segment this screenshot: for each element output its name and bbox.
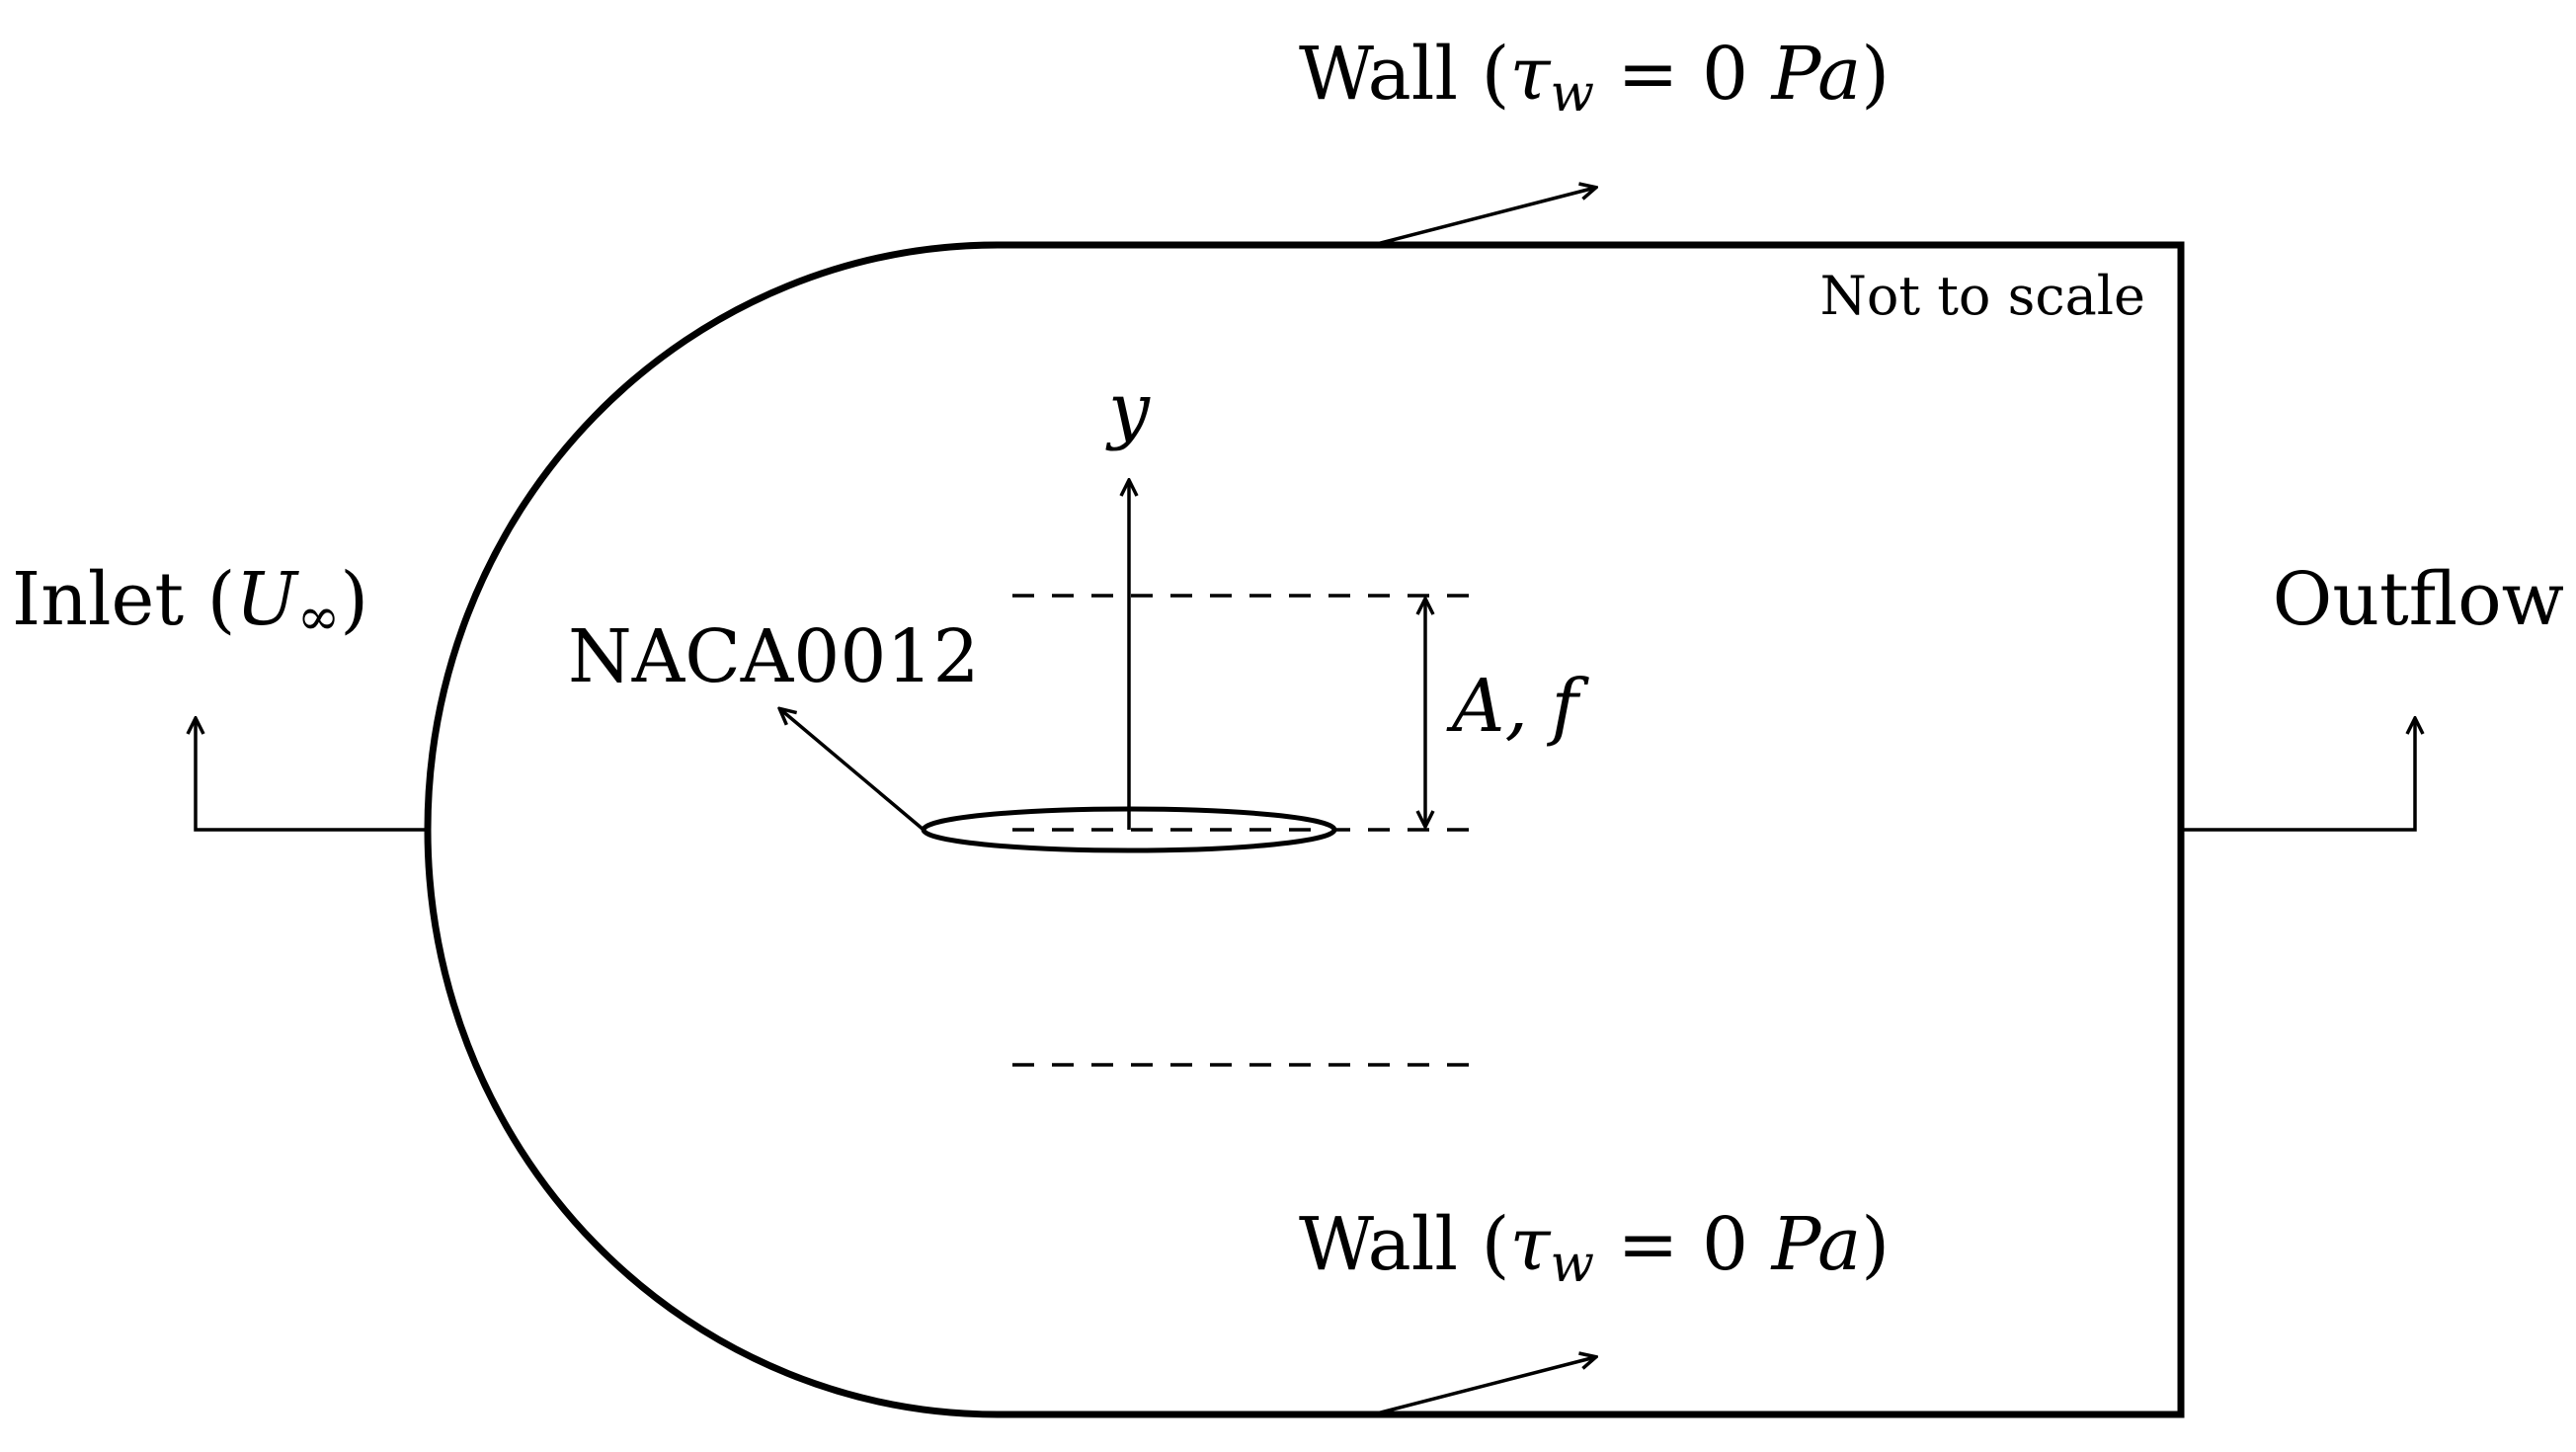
wall-bottom-label: Wall (τw = 0 Pa) <box>1299 1202 1890 1294</box>
airfoil-pointer <box>780 709 926 832</box>
airfoil-label: NACA0012 <box>568 614 980 699</box>
not-to-scale-note: Not to scale <box>1820 265 2145 327</box>
wall-bottom-pointer <box>1372 1357 1595 1416</box>
inlet-label: Inlet (U∞) <box>12 557 368 647</box>
amplitude-frequency-label: A, f <box>1446 664 1589 749</box>
inlet-pointer <box>196 719 428 832</box>
wall-top-pointer <box>1372 188 1595 247</box>
domain-boundary <box>424 241 2185 1418</box>
wall-top-label: Wall (τw = 0 Pa) <box>1299 32 1890 123</box>
outflow-label: Outflow <box>2273 557 2564 642</box>
outflow-pointer <box>2181 719 2415 832</box>
y-axis-label: y <box>1105 367 1151 452</box>
